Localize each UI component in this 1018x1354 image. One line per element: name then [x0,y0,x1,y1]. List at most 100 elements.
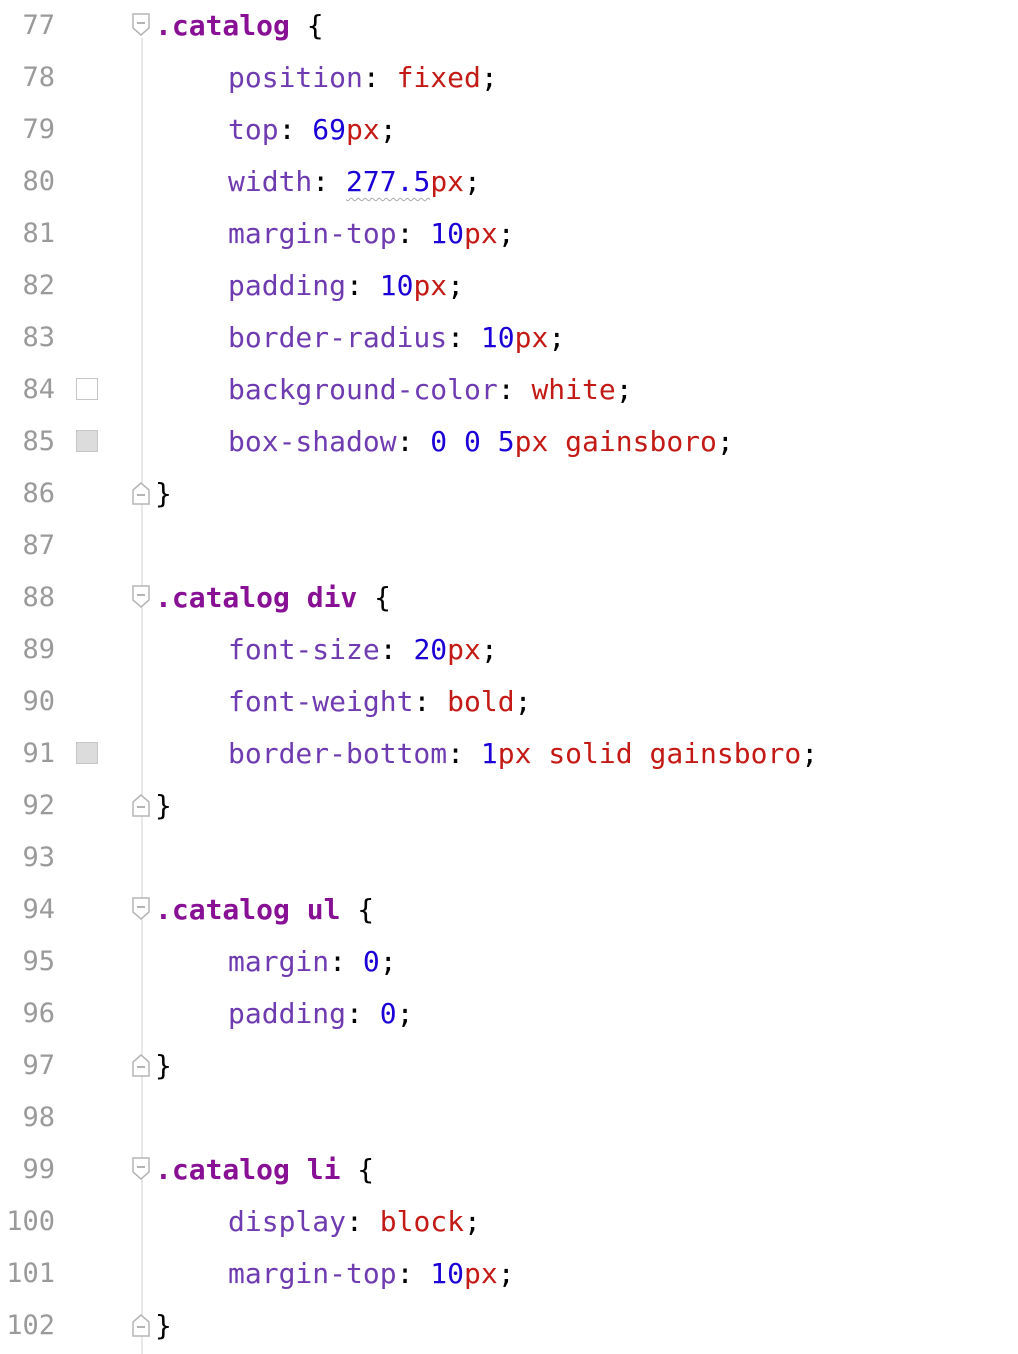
property-token: margin-top [228,217,397,250]
code-line[interactable]: 98 [0,1092,1018,1144]
punctuation-token: : [346,1205,380,1238]
code-text[interactable]: } [155,1040,172,1092]
code-line[interactable]: 85 box-shadow: 0 0 5px gainsboro; [0,416,1018,468]
fold-collapse-icon[interactable] [131,897,153,921]
code-text[interactable]: font-weight: bold; [155,676,531,728]
property-token: border-bottom [228,737,448,770]
fold-end-icon[interactable] [131,1053,153,1077]
code-text[interactable]: .catalog div { [155,572,391,624]
code-line[interactable]: 102} [0,1300,1018,1352]
punctuation-token: ; [548,321,566,354]
code-text[interactable]: padding: 10px; [155,260,464,312]
code-line[interactable]: 94 .catalog ul { [0,884,1018,936]
code-text[interactable]: display: block; [155,1196,481,1248]
code-text[interactable]: .catalog ul { [155,884,374,936]
code-line[interactable]: 91 border-bottom: 1px solid gainsboro; [0,728,1018,780]
line-number[interactable]: 94 [22,894,55,925]
code-text[interactable]: margin: 0; [155,936,397,988]
line-number[interactable]: 91 [22,738,55,769]
fold-end-icon[interactable] [131,481,153,505]
color-swatch-gainsboro[interactable] [76,742,98,764]
code-line[interactable]: 77 .catalog { [0,0,1018,52]
line-number[interactable]: 84 [22,374,55,405]
code-text[interactable]: .catalog { [155,0,324,52]
code-line[interactable]: 78 position: fixed; [0,52,1018,104]
code-line[interactable]: 88 .catalog div { [0,572,1018,624]
code-text[interactable]: } [155,1300,172,1352]
code-text[interactable]: border-radius: 10px; [155,312,565,364]
line-number[interactable]: 93 [22,842,55,873]
fold-collapse-icon[interactable] [131,1157,153,1181]
punctuation-token: : [346,997,380,1030]
code-line[interactable]: 81 margin-top: 10px; [0,208,1018,260]
line-number[interactable]: 86 [22,478,55,509]
code-text[interactable]: margin-top: 10px; [155,208,515,260]
code-text[interactable]: position: fixed; [155,52,498,104]
code-line[interactable]: 93 [0,832,1018,884]
line-number[interactable]: 101 [6,1258,55,1289]
code-line[interactable]: 90 font-weight: bold; [0,676,1018,728]
code-line[interactable]: 80 width: 277.5px; [0,156,1018,208]
code-text[interactable]: } [155,468,172,520]
line-number[interactable]: 96 [22,998,55,1029]
line-number[interactable]: 80 [22,166,55,197]
line-number[interactable]: 78 [22,62,55,93]
code-line[interactable]: 86} [0,468,1018,520]
code-text[interactable]: background-color: white; [155,364,633,416]
code-text[interactable]: .catalog li { [155,1144,374,1196]
code-text[interactable]: padding: 0; [155,988,413,1040]
number-token: 69 [312,113,347,146]
code-line[interactable]: 97} [0,1040,1018,1092]
color-swatch-white[interactable] [76,378,98,400]
line-number[interactable]: 100 [6,1206,55,1237]
code-text[interactable]: top: 69px; [155,104,397,156]
punctuation-token: ; [396,997,414,1030]
line-number[interactable]: 83 [22,322,55,353]
code-line[interactable]: 83 border-radius: 10px; [0,312,1018,364]
code-line[interactable]: 99 .catalog li { [0,1144,1018,1196]
line-number[interactable]: 92 [22,790,55,821]
code-line[interactable]: 82 padding: 10px; [0,260,1018,312]
line-number[interactable]: 82 [22,270,55,301]
code-text[interactable]: font-size: 20px; [155,624,498,676]
code-line[interactable]: 96 padding: 0; [0,988,1018,1040]
punctuation-token: ; [497,1257,515,1290]
line-number[interactable]: 99 [22,1154,55,1185]
code-text[interactable]: box-shadow: 0 0 5px gainsboro; [155,416,734,468]
fold-end-icon[interactable] [131,793,153,817]
line-number[interactable]: 95 [22,946,55,977]
line-number[interactable]: 85 [22,426,55,457]
number-token: 10 [480,321,515,354]
line-number[interactable]: 79 [22,114,55,145]
number-token: 0 [430,425,448,458]
line-number[interactable]: 88 [22,582,55,613]
color-swatch-gainsboro[interactable] [76,430,98,452]
code-text[interactable]: } [155,780,172,832]
fold-end-icon[interactable] [131,1313,153,1337]
line-number[interactable]: 98 [22,1102,55,1133]
code-line[interactable]: 101 margin-top: 10px; [0,1248,1018,1300]
fold-collapse-icon[interactable] [131,13,153,37]
code-text[interactable]: margin-top: 10px; [155,1248,515,1300]
code-line[interactable]: 100 display: block; [0,1196,1018,1248]
line-number[interactable]: 81 [22,218,55,249]
code-line[interactable]: 92} [0,780,1018,832]
punctuation-token: : [413,685,448,718]
line-number[interactable]: 90 [22,686,55,717]
code-line[interactable]: 95 margin: 0; [0,936,1018,988]
property-token: font-size [228,633,380,666]
line-number[interactable]: 77 [22,10,55,41]
code-line[interactable]: 89 font-size: 20px; [0,624,1018,676]
code-text[interactable]: border-bottom: 1px solid gainsboro; [155,728,818,780]
code-line[interactable]: 84 background-color: white; [0,364,1018,416]
code-line[interactable]: 79 top: 69px; [0,104,1018,156]
line-number[interactable]: 87 [22,530,55,561]
fold-collapse-icon[interactable] [131,585,153,609]
line-number[interactable]: 97 [22,1050,55,1081]
code-text[interactable]: width: 277.5px; [155,156,481,208]
code-line[interactable]: 87 [0,520,1018,572]
selector-token: .catalog li [155,1153,341,1186]
line-number[interactable]: 102 [6,1310,55,1341]
line-number[interactable]: 89 [22,634,55,665]
